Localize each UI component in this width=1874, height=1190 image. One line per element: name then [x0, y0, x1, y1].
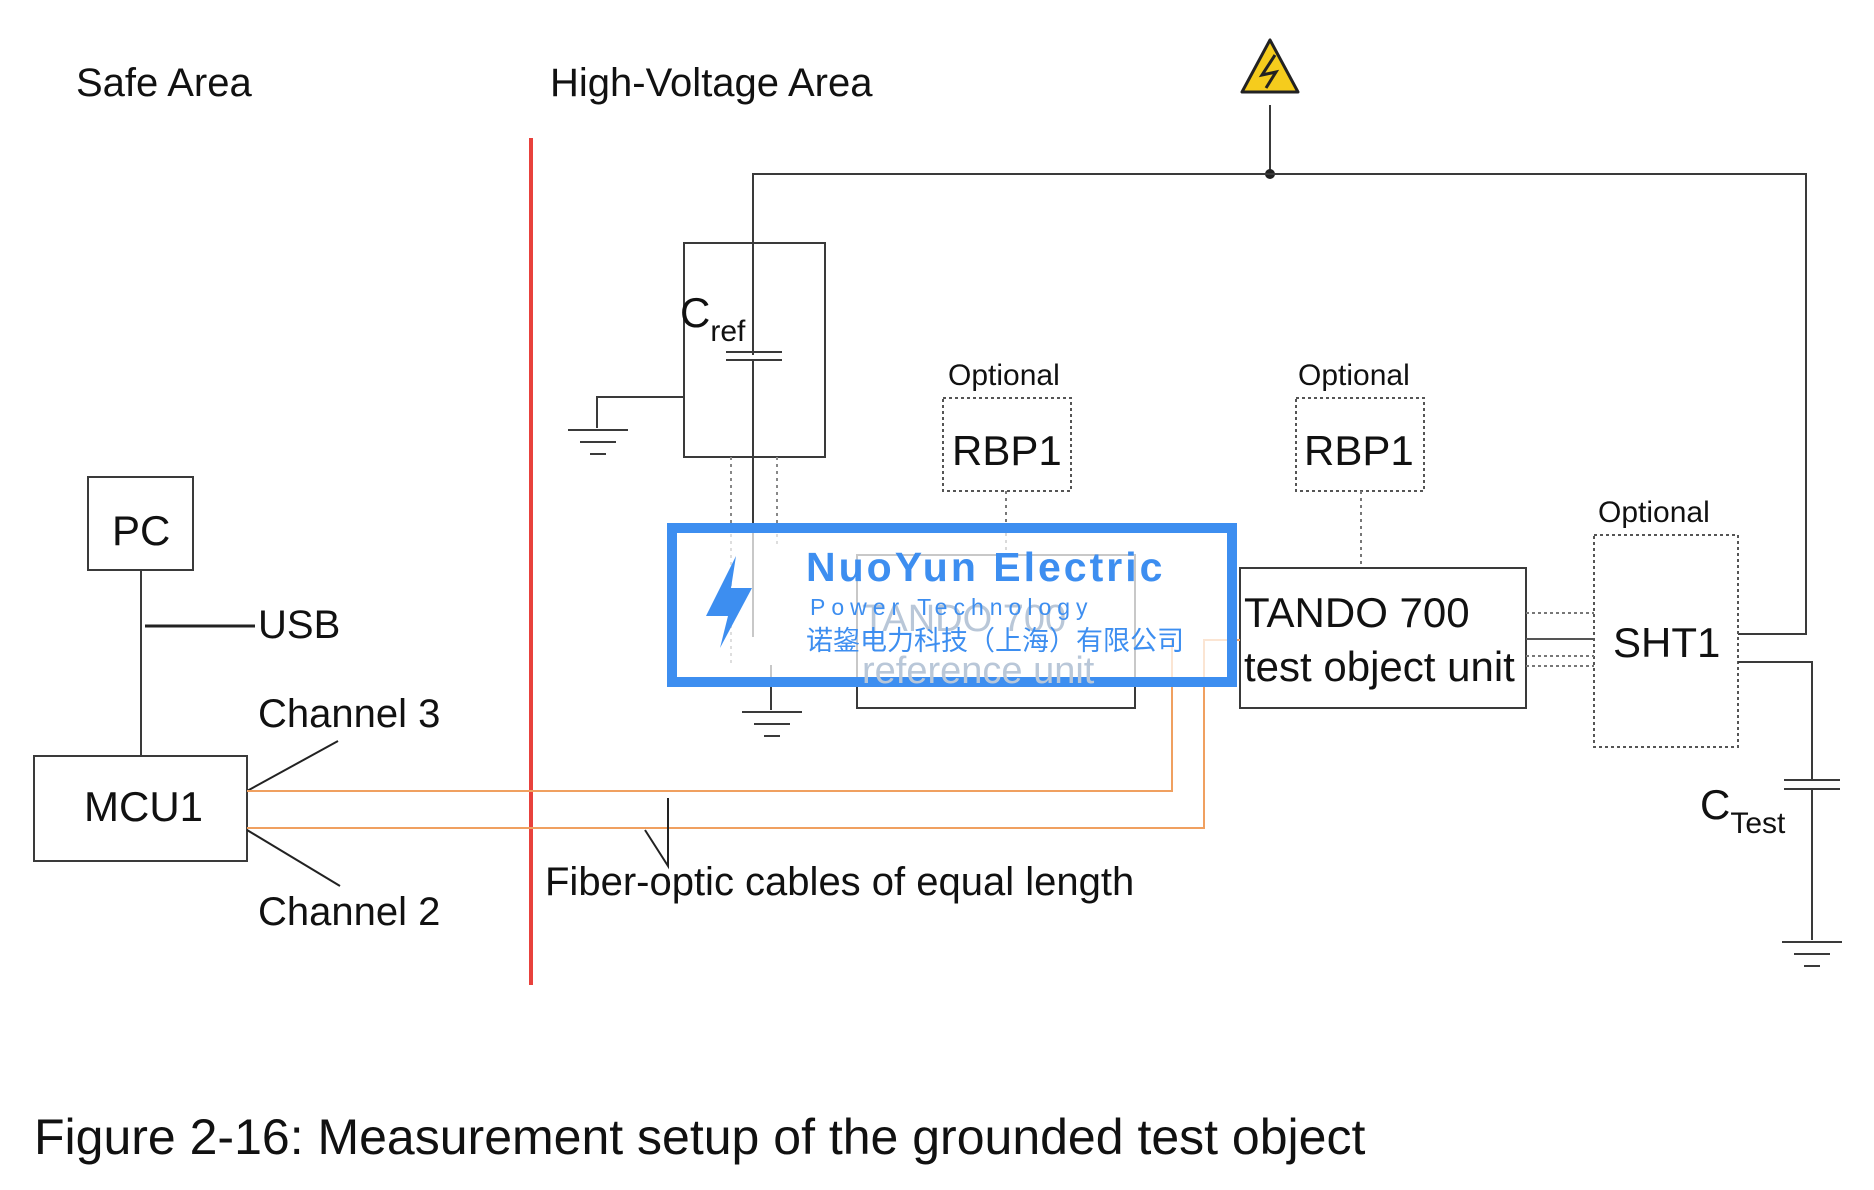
- cref-box: [683, 242, 826, 458]
- fiber-cables-label: Fiber-optic cables of equal length: [545, 860, 1135, 904]
- rbp1-test-optional-label: Optional: [1298, 359, 1410, 392]
- cref-symbol: C: [680, 289, 711, 336]
- rbp1-reference-optional-label: Optional: [948, 359, 1060, 392]
- channel2-leader-line: [246, 829, 341, 887]
- high-voltage-warning-icon: [1240, 38, 1300, 94]
- cref-subscript: ref: [710, 315, 746, 348]
- ctest-subscript: Test: [1730, 807, 1786, 840]
- mcu1-label: MCU1: [84, 783, 204, 830]
- watermark-brand: NuoYun Electric: [806, 544, 1166, 590]
- fiber-leader-mark: [644, 798, 669, 870]
- sht1-box: [1593, 534, 1739, 748]
- watermark-company-cn: 诺鋆电力科技（上海）有限公司: [806, 626, 1184, 657]
- channel3-leader-line: [246, 740, 339, 792]
- lightning-bolt-icon: [706, 556, 752, 648]
- ground-icon: [1782, 941, 1842, 967]
- reference-unit-label-line1: TANDO 700: [862, 598, 1067, 640]
- safe-area-title: Safe Area: [76, 61, 252, 105]
- ground-icon: [742, 711, 802, 737]
- ground-icon: [568, 429, 628, 455]
- channel-3-label: Channel 3: [258, 692, 441, 736]
- cref-ground-wire: [596, 396, 684, 428]
- usb-label: USB: [258, 603, 341, 647]
- ctest-symbol: C: [1700, 781, 1731, 828]
- mcu1-box: [33, 755, 248, 862]
- sht1-optional-label: Optional: [1598, 496, 1710, 529]
- high-voltage-area-title: High-Voltage Area: [550, 61, 873, 105]
- channel-2-label: Channel 2: [258, 890, 441, 934]
- test-unit-label-line1: TANDO 700: [1244, 589, 1470, 636]
- figure-caption: Figure 2-16: Measurement setup of the gr…: [34, 1109, 1366, 1165]
- rbp1-reference-label: RBP1: [952, 427, 1062, 474]
- ctest-label: CTest: [1700, 781, 1785, 839]
- reference-unit-label-line2: reference unit: [862, 650, 1095, 692]
- watermark-tagline: Power Technology: [810, 594, 1094, 620]
- nuoyun-watermark-frame: [667, 523, 1237, 687]
- hv-bus-wire: [752, 173, 1807, 635]
- pc-label: PC: [112, 507, 171, 554]
- sht1-label: SHT1: [1613, 619, 1721, 666]
- ctest-upper-lead: [1738, 661, 1813, 780]
- test-unit-label-line2: test object unit: [1244, 643, 1515, 690]
- rbp1-test-label: RBP1: [1304, 427, 1414, 474]
- fiber-cable-channel-3: [247, 640, 1173, 792]
- cref-label: Cref: [680, 289, 745, 347]
